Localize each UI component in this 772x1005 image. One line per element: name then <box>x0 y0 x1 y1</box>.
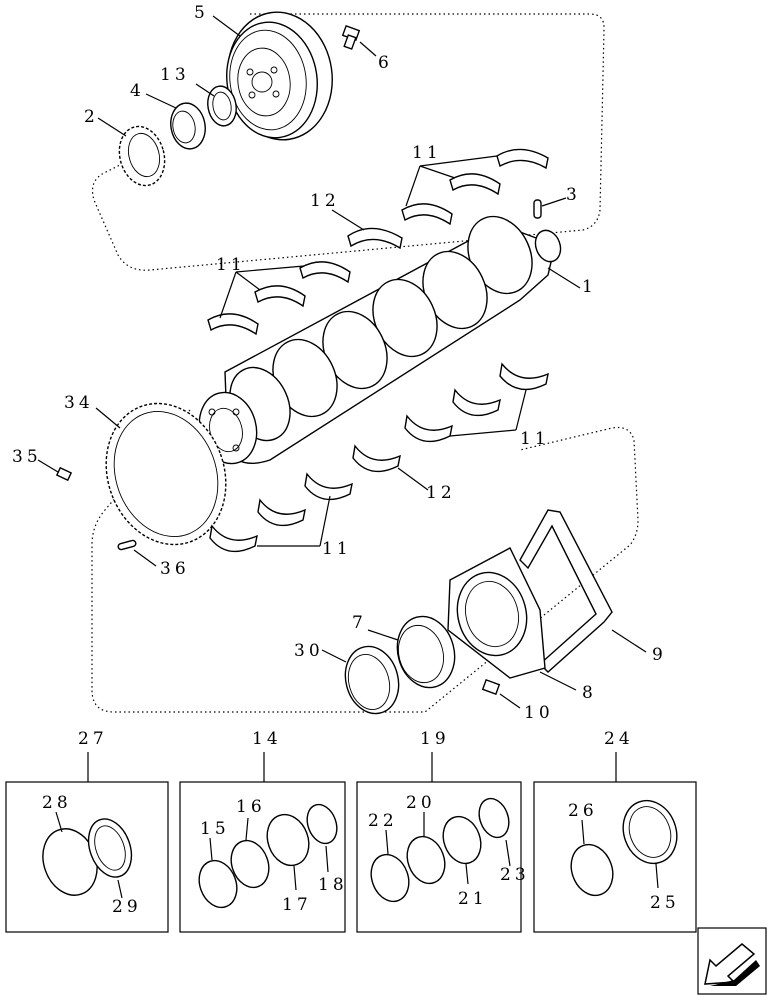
callout-28: 28 <box>42 793 72 813</box>
rear-group-outline <box>91 409 639 713</box>
callout-22: 22 <box>368 811 398 831</box>
callout-18: 18 <box>318 875 348 895</box>
upper-bearing-shells <box>207 148 549 336</box>
kit-box-27: 27 28 29 <box>5 729 169 933</box>
part-7-seal <box>396 615 456 689</box>
callout-35: 35 <box>12 447 42 467</box>
callout-13: 13 <box>160 65 190 85</box>
callout-17: 17 <box>282 895 312 915</box>
callout-25: 25 <box>650 893 680 913</box>
callout-27: 27 <box>78 729 108 749</box>
part-6-bolt <box>341 25 361 50</box>
callout-29: 29 <box>112 897 142 917</box>
callout-11-d: 11 <box>322 539 352 559</box>
callout-8: 8 <box>582 683 597 703</box>
callout-19: 19 <box>420 729 450 749</box>
part-35-bolt <box>55 466 73 482</box>
callout-12-a: 12 <box>310 191 340 211</box>
callout-30: 30 <box>294 641 324 661</box>
part-9-gasket <box>519 509 613 673</box>
callout-16: 16 <box>236 797 266 817</box>
kit-box-24: 24 26 25 <box>533 729 697 933</box>
callout-36: 36 <box>160 559 190 579</box>
callout-4: 4 <box>130 81 145 101</box>
callout-6: 6 <box>378 53 393 73</box>
callout-2: 2 <box>84 107 99 127</box>
part-34-ring-gear <box>105 402 227 546</box>
part-3-pin <box>533 199 542 219</box>
callout-3: 3 <box>566 185 581 205</box>
leader-lines <box>37 15 647 709</box>
callout-5: 5 <box>194 3 209 23</box>
part-5-damper-pulley <box>226 11 333 141</box>
callout-14: 14 <box>252 729 282 749</box>
callout-11-a: 11 <box>412 143 442 163</box>
previous-page-arrow-icon[interactable] <box>697 927 767 995</box>
callout-24: 24 <box>604 729 634 749</box>
callout-9: 9 <box>652 645 667 665</box>
kit-box-14: 14 15 16 17 18 <box>179 729 348 933</box>
callout-15: 15 <box>200 819 230 839</box>
part-1-crankshaft <box>198 215 562 465</box>
callout-21: 21 <box>458 889 488 909</box>
part-36-dowel <box>117 539 137 551</box>
part-13-ring <box>207 85 237 127</box>
callout-1: 1 <box>582 277 597 297</box>
callout-26: 26 <box>568 801 598 821</box>
callout-11-c: 11 <box>520 429 550 449</box>
part-2-gear <box>118 125 166 187</box>
kit-box-19: 19 22 20 21 23 <box>356 729 530 933</box>
part-10-bolt <box>481 679 501 695</box>
callout-7: 7 <box>352 613 367 633</box>
part-8-seal-housing <box>447 547 546 679</box>
part-4-sleeve <box>170 102 206 150</box>
callout-23: 23 <box>500 865 530 885</box>
callout-10: 10 <box>524 703 554 723</box>
part-30-sleeve <box>344 645 400 715</box>
callout-12-b: 12 <box>426 483 456 503</box>
callout-11-b: 11 <box>216 255 246 275</box>
callout-20: 20 <box>406 793 436 813</box>
front-group-outline <box>91 13 605 271</box>
callout-34: 34 <box>64 393 94 413</box>
